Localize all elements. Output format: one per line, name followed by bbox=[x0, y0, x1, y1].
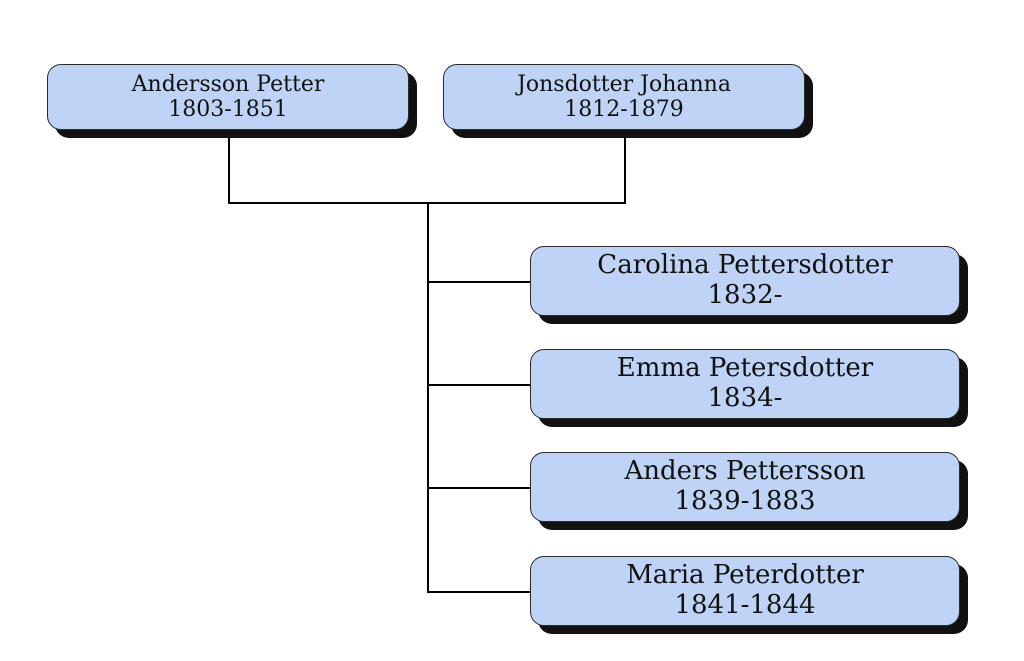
parent-1-drop-line bbox=[228, 132, 230, 203]
person-name: Jonsdotter Johanna bbox=[517, 71, 731, 97]
person-years: 1841-1844 bbox=[674, 590, 816, 620]
child-4-branch-line bbox=[427, 591, 531, 593]
person-name: Anders Pettersson bbox=[624, 456, 866, 487]
child-2-branch-line bbox=[427, 384, 531, 386]
person-name: Carolina Pettersdotter bbox=[597, 250, 893, 281]
person-years: 1812-1879 bbox=[564, 97, 684, 122]
parent-box-mother: Jonsdotter Johanna 1812-1879 bbox=[443, 64, 805, 130]
person-years: 1832- bbox=[707, 280, 783, 310]
person-name: Emma Petersdotter bbox=[616, 353, 874, 384]
person-name: Maria Peterdotter bbox=[626, 560, 864, 591]
child-box-2: Emma Petersdotter 1834- bbox=[530, 349, 960, 419]
child-box-4: Maria Peterdotter 1841-1844 bbox=[530, 556, 960, 626]
person-years: 1839-1883 bbox=[674, 486, 816, 516]
child-3-branch-line bbox=[427, 487, 531, 489]
person-years: 1803-1851 bbox=[168, 97, 288, 122]
person-years: 1834- bbox=[707, 383, 783, 413]
person-name: Andersson Petter bbox=[131, 71, 325, 97]
parent-box-father: Andersson Petter 1803-1851 bbox=[47, 64, 409, 130]
child-1-branch-line bbox=[427, 281, 531, 283]
child-box-3: Anders Pettersson 1839-1883 bbox=[530, 452, 960, 522]
child-box-1: Carolina Pettersdotter 1832- bbox=[530, 246, 960, 316]
parent-2-drop-line bbox=[624, 132, 626, 203]
descent-trunk-line bbox=[427, 202, 429, 593]
